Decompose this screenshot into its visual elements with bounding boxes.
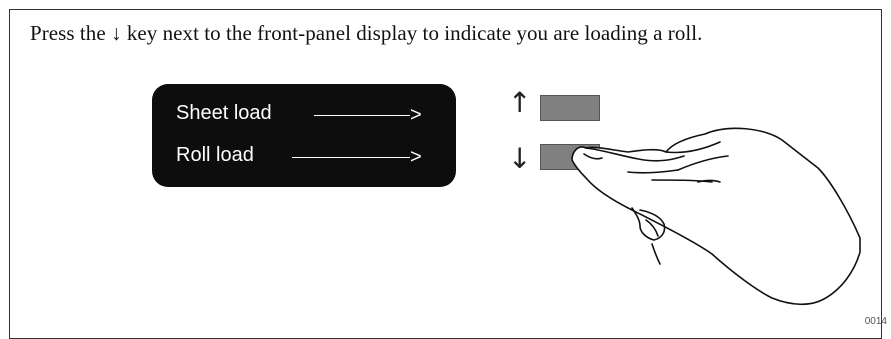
instruction-text: Press the ↓ key next to the front-panel … [30, 21, 703, 45]
figure-number: 0014 [864, 316, 887, 327]
front-panel-display: Sheet load > Roll load > [152, 84, 456, 187]
arrow-head: > [410, 146, 422, 168]
display-label-roll-load: Roll load [176, 144, 254, 166]
arrow-head: > [410, 104, 422, 126]
up-arrow-icon: ↑ [508, 86, 532, 119]
up-key-button[interactable] [540, 95, 600, 121]
arrow-line [314, 115, 410, 116]
down-arrow-icon: ↓ [508, 142, 532, 175]
display-label-sheet-load: Sheet load [176, 102, 272, 124]
arrow-line [292, 157, 410, 158]
hand-pointing-icon [571, 127, 861, 306]
